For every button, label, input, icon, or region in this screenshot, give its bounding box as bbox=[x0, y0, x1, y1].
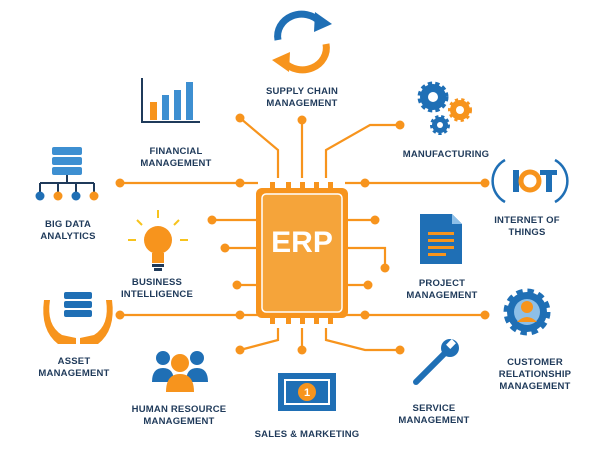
gears-icon bbox=[417, 81, 472, 135]
erp-label: ERP bbox=[271, 226, 333, 259]
label-big-data: BIG DATA ANALYTICS bbox=[40, 219, 96, 242]
light-bulb-icon bbox=[128, 210, 188, 271]
connector-dots bbox=[115, 113, 490, 355]
wrench-icon bbox=[413, 339, 459, 385]
label-project: PROJECT MANAGEMENT bbox=[406, 278, 478, 301]
people-icon bbox=[152, 351, 208, 392]
money-bill-icon: 1 bbox=[278, 373, 336, 411]
label-financial: FINANCIAL MANAGEMENT bbox=[140, 146, 212, 169]
label-service: SERVICE MANAGEMENT bbox=[398, 403, 470, 426]
label-hr: HUMAN RESOURCE MANAGEMENT bbox=[131, 404, 227, 427]
erp-chip: ERP bbox=[256, 182, 348, 324]
label-iot: INTERNET OF THINGS bbox=[494, 215, 560, 238]
database-network-icon bbox=[35, 147, 99, 201]
line-manufacturing bbox=[324, 123, 400, 178]
line-project-2 bbox=[345, 246, 387, 268]
label-bi: BUSINESS INTELLIGENCE bbox=[120, 277, 194, 300]
cycle-arrows-icon bbox=[272, 10, 332, 74]
line-service bbox=[324, 328, 400, 352]
label-asset: ASSET MANAGEMENT bbox=[38, 356, 110, 379]
label-supply-chain: SUPPLY CHAIN MANAGEMENT bbox=[265, 86, 339, 109]
hands-server-icon bbox=[43, 292, 113, 344]
bar-chart-icon bbox=[141, 78, 200, 123]
line-hr bbox=[239, 328, 280, 352]
iot-icon bbox=[491, 158, 569, 204]
customer-gear-icon bbox=[503, 288, 551, 336]
document-icon bbox=[420, 214, 462, 264]
label-manufacturing: MANUFACTURING bbox=[402, 149, 490, 160]
label-crm: CUSTOMER RELATIONSHIP MANAGEMENT bbox=[498, 357, 572, 392]
line-financial bbox=[239, 117, 280, 178]
label-sales: SALES & MARKETING bbox=[254, 429, 360, 440]
bill-number: 1 bbox=[304, 387, 310, 399]
